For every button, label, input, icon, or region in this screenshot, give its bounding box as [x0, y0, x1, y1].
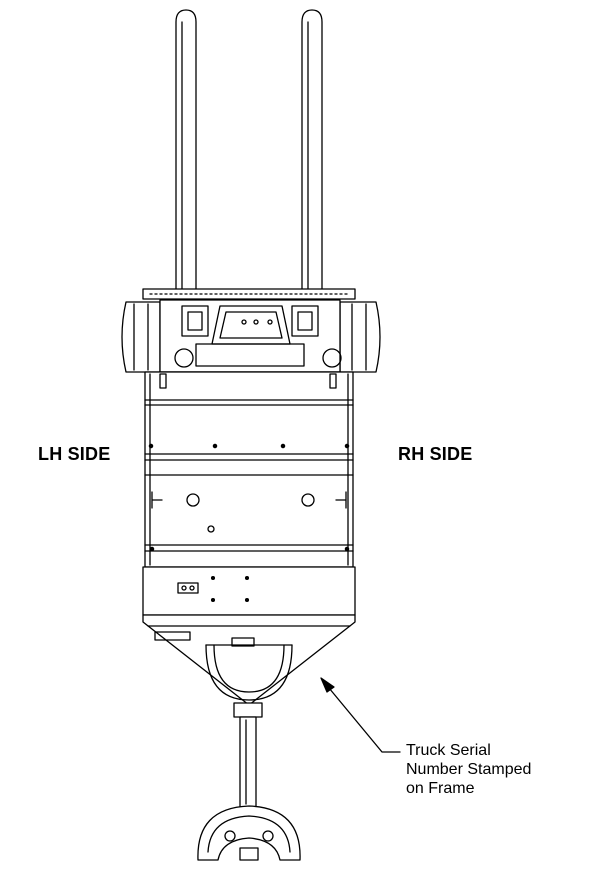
fork-carriage [142, 288, 356, 300]
rear-frame [142, 614, 356, 706]
right-fork [301, 9, 323, 301]
left-load-wheel [121, 301, 161, 373]
callout-line-2: Number Stamped [406, 761, 532, 778]
tiller-handle [197, 805, 301, 861]
callout-leader [320, 677, 401, 753]
battery-cover [142, 566, 356, 616]
chassis-frame [144, 371, 354, 568]
lh-side-label: LH SIDE [38, 444, 111, 464]
tiller-arm [233, 702, 263, 808]
mast-assembly [159, 299, 342, 373]
callout-line-1: Truck Serial [406, 742, 491, 759]
left-fork [175, 9, 197, 301]
serial-number-callout: Truck Serial Number Stamped on Frame [406, 741, 531, 798]
rh-side-label: RH SIDE [398, 444, 473, 464]
right-load-wheel [339, 301, 381, 373]
callout-line-3: on Frame [406, 780, 475, 797]
